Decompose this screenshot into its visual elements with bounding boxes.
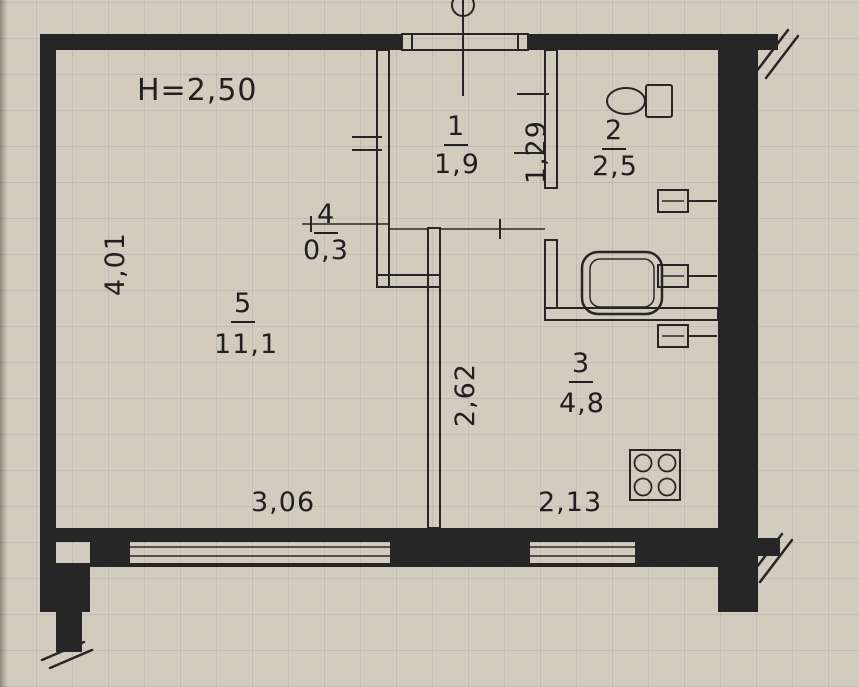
ceiling-height-label: H=2,50: [137, 73, 258, 108]
gas-riser-icon: [451, 0, 475, 96]
dimension-kitchen-width: 2,13: [538, 487, 603, 518]
partition-walls: [376, 49, 719, 529]
window-symbol: [130, 546, 635, 557]
room-1-number: 1: [444, 112, 469, 147]
dimension-room5-width: 3,06: [251, 487, 316, 518]
room-3-area: 4,8: [559, 388, 605, 419]
room-5-area: 11,1: [214, 329, 279, 360]
toilet-icon: [606, 84, 673, 118]
room-3-number: 3: [569, 349, 594, 384]
room-5-number: 5: [231, 289, 256, 324]
room-4-number: 4: [314, 200, 339, 235]
room-2-number: 2: [602, 116, 627, 151]
dimension-bath-wall: 1,29: [520, 120, 552, 185]
room-2-area: 2,5: [592, 151, 638, 182]
dimension-ticks: [302, 93, 549, 239]
break-mark-icon: [40, 28, 800, 670]
vent-shaft: [401, 33, 529, 51]
radiator-icon: [657, 189, 717, 348]
room-1-area: 1,9: [434, 149, 480, 180]
bathtub-icon: [580, 250, 664, 316]
dimension-left-wall-height: 4,01: [99, 232, 131, 297]
exterior-walls: [40, 34, 780, 652]
dimension-kitchen-wall-height: 2,62: [449, 363, 481, 428]
room-4-area: 0,3: [303, 235, 349, 266]
stove-icon: [629, 449, 681, 501]
